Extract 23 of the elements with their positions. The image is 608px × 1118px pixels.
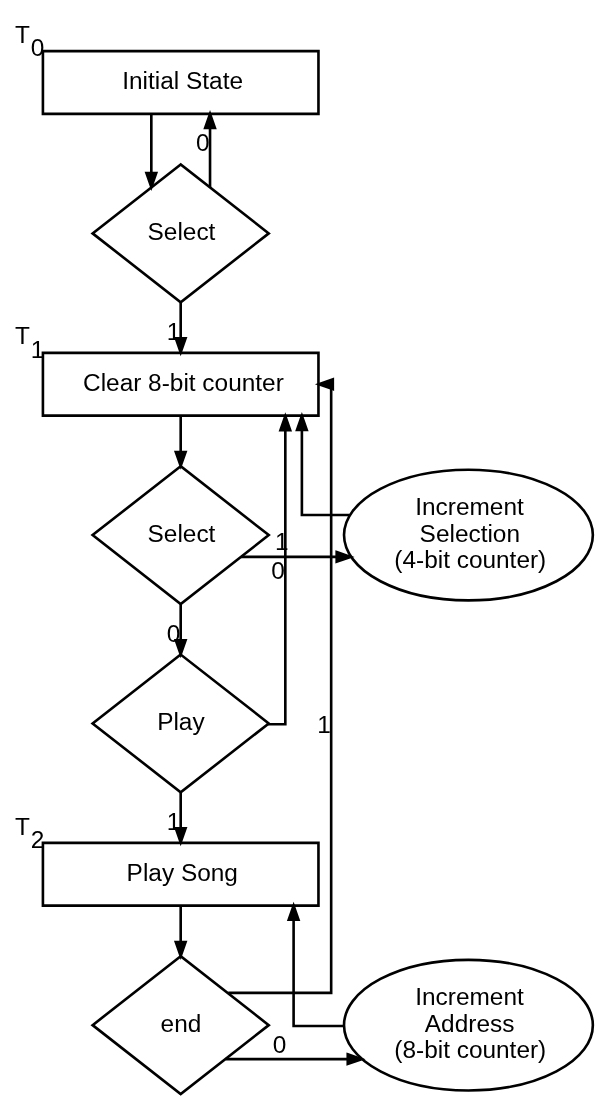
node-diamond: Play xyxy=(90,652,271,794)
arrow xyxy=(144,114,159,191)
edge-label: 0 xyxy=(272,1030,287,1058)
node-box: Clear 8-bit counter xyxy=(41,351,320,417)
edge-label: 0 xyxy=(271,556,285,584)
arrow xyxy=(173,302,188,356)
arrow xyxy=(173,905,188,960)
arrow xyxy=(203,109,217,187)
node-diamond: Select xyxy=(90,464,271,606)
arrow xyxy=(228,377,335,994)
arrow xyxy=(173,415,188,470)
node-diamond: end xyxy=(90,954,271,1096)
node-box: Play Song xyxy=(41,841,320,907)
node-diamond: Select xyxy=(90,162,271,304)
arrow xyxy=(241,549,355,564)
node-ellipse: Increment Selection (4-bit counter) xyxy=(342,467,595,602)
edge-label: 0 xyxy=(196,128,210,156)
arrow xyxy=(295,411,350,516)
arrow xyxy=(225,1051,366,1066)
arrow xyxy=(286,901,344,1027)
arrow xyxy=(173,792,188,846)
node-ellipse: Increment Address (8-bit counter) xyxy=(342,958,595,1092)
edge-label: 1 xyxy=(317,710,331,738)
